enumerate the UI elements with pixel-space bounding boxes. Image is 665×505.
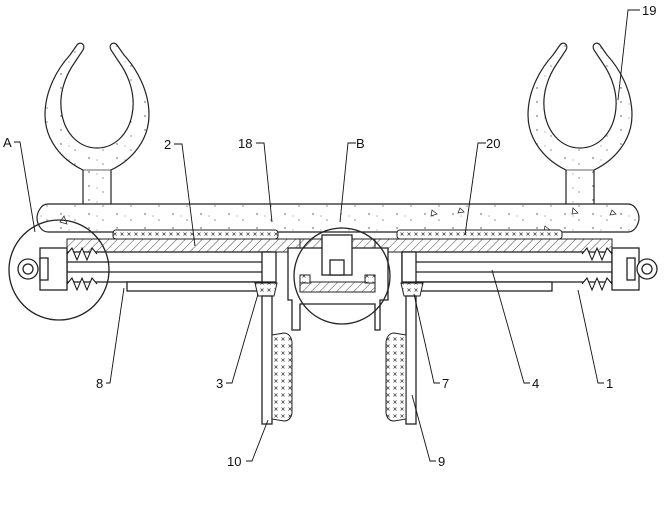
label-7: 7 [442, 376, 449, 391]
part-labels: 19 A 2 18 B 20 8 3 7 4 1 10 9 [3, 3, 656, 469]
left-jaw [254, 251, 293, 425]
right-end [581, 246, 658, 292]
label-9: 9 [438, 454, 445, 469]
label-a: A [3, 135, 12, 150]
leader-lines [14, 9, 640, 462]
label-4: 4 [532, 376, 539, 391]
slide-channel [66, 251, 613, 292]
label-1: 1 [606, 376, 613, 391]
label-2: 2 [164, 137, 171, 152]
left-clamp [44, 42, 150, 206]
upper-pads [112, 229, 563, 240]
label-b: B [356, 136, 365, 151]
label-20: 20 [486, 136, 500, 151]
right-clamp [527, 42, 633, 206]
label-8: 8 [96, 376, 103, 391]
detail-circle-a [8, 219, 110, 321]
left-end [17, 246, 98, 292]
label-19: 19 [642, 3, 656, 18]
label-10: 10 [227, 454, 241, 469]
center-hub [287, 234, 389, 331]
detail-circle-b [293, 227, 391, 325]
label-18: 18 [238, 136, 252, 151]
label-3: 3 [216, 376, 223, 391]
top-rod [36, 203, 640, 233]
right-jaw [385, 251, 424, 425]
